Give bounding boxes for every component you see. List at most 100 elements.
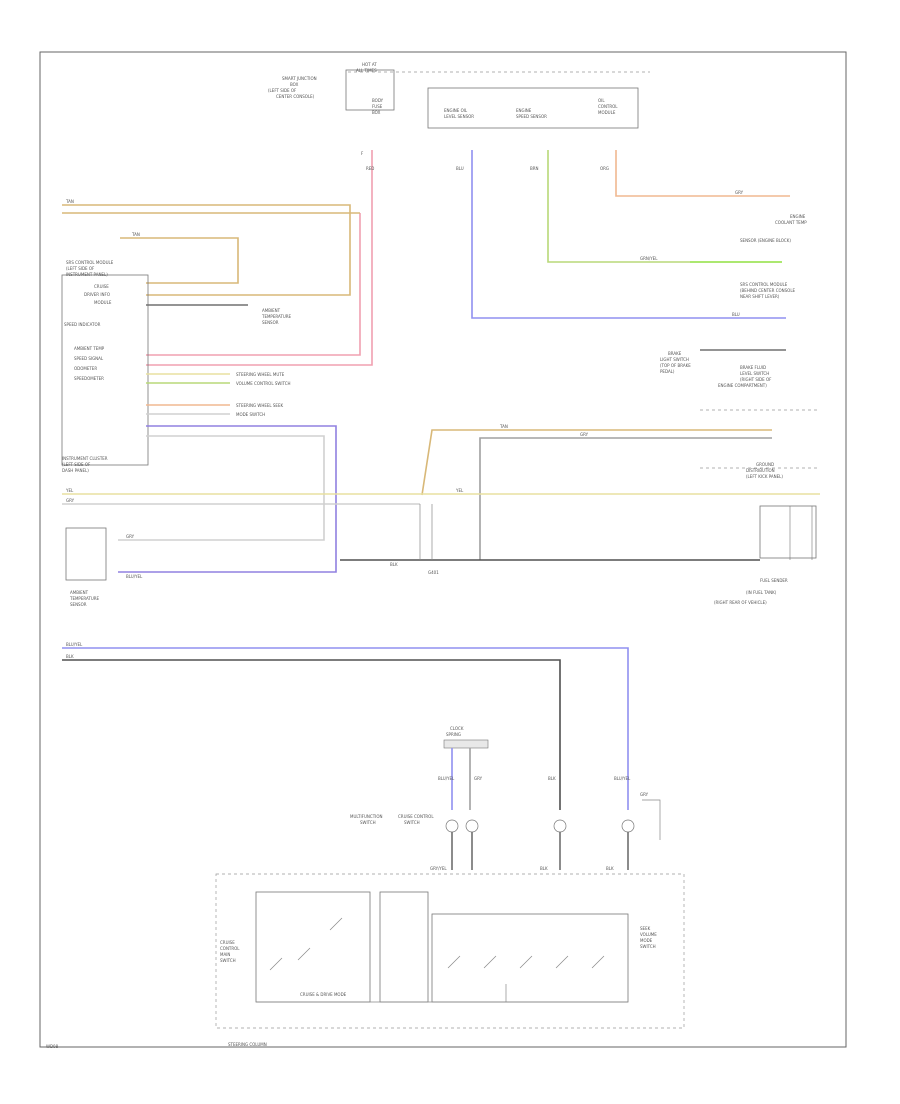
- lbl-gray-amb: GRY: [126, 534, 135, 539]
- top-module-right-3: BOX: [372, 110, 381, 115]
- left-module-bot-2: (LEFT SIDE OF: [62, 462, 91, 467]
- switch-b-2: LEVEL SWITCH: [740, 371, 769, 376]
- terminal-3: [553, 819, 567, 833]
- oil-level-sensor-1: ENGINE OIL: [444, 108, 468, 113]
- ambient-label-3: SENSOR: [70, 602, 87, 607]
- left-module-title-2: (LEFT SIDE OF: [66, 266, 95, 271]
- left-module-sec-8: SPEEDOMETER: [74, 376, 104, 381]
- left-block-4: SWITCH: [220, 958, 236, 963]
- ambient-label-2: TEMPERATURE: [69, 596, 100, 601]
- left-block-3: MAIN: [220, 952, 230, 957]
- left-block-1: CRUISE: [220, 940, 235, 945]
- left-module-sec-6: SPEED SIGNAL: [74, 356, 104, 361]
- right-block-3: MODE: [640, 938, 653, 943]
- switch-a-3: (TOP OF BRAKE: [660, 363, 691, 368]
- lbl-orange-right: GRY: [735, 190, 744, 195]
- lbl-cs-2: GRY: [474, 776, 483, 781]
- right-block-2: VOLUME: [640, 932, 657, 937]
- clock-spring-1: CLOCK: [450, 726, 464, 731]
- contact-4: [447, 955, 461, 969]
- left-module-sec-5: AMBIENT TEMP: [74, 346, 105, 351]
- steering-column-box: [215, 873, 685, 1029]
- left-module-box: [61, 274, 149, 466]
- contact-5: [483, 955, 497, 969]
- terminal-1: [445, 819, 459, 833]
- lbl-blue-bot: BLU/YEL: [66, 642, 83, 647]
- module-mid-3: NEAR SHIFT LEVER): [740, 294, 780, 299]
- sensor-desc-3: SENSOR: [262, 320, 279, 325]
- contact-2: [297, 947, 311, 961]
- oil-level-sensor-2: LEVEL SENSOR: [444, 114, 474, 119]
- module-mid-1: SRS CONTROL MODULE: [740, 282, 788, 287]
- cruise-lbl-1: CRUISE CONTROL: [398, 814, 434, 819]
- wire-tan-bus: [421, 429, 772, 496]
- case-label: STEERING COLUMN: [228, 1042, 267, 1047]
- lbl-yellow-mid: YEL: [65, 488, 74, 493]
- wire-green: [547, 150, 690, 263]
- fuel-3: (RIGHT REAR OF VEHICLE): [714, 600, 767, 605]
- lbl-bot-1: GRY/YEL: [430, 866, 447, 871]
- junction-3: (LEFT KICK PANEL): [746, 474, 783, 479]
- lbl-tan-3: TAN: [131, 232, 140, 237]
- left-module-sec-1: CRUISE: [94, 284, 109, 289]
- junction-2: DISTRIBUTION: [746, 468, 775, 473]
- speed-sensor-1: ENGINE: [516, 108, 532, 113]
- out-2: VOLUME CONTROL SWITCH: [236, 381, 291, 386]
- top-module-box: [345, 69, 395, 111]
- switch-a-4: PEDAL): [660, 369, 675, 374]
- fuel-1: FUEL SENDER: [760, 578, 788, 583]
- ambient-label-1: AMBIENT: [70, 590, 89, 595]
- lbl-tan-left: TAN: [65, 199, 74, 204]
- switch-b-3: (RIGHT SIDE OF: [740, 377, 772, 382]
- cruise-switch-block: [255, 891, 371, 1003]
- out-1: STEERING WHEEL MUTE: [236, 372, 285, 377]
- lbl-gray-bus: GRY: [580, 432, 589, 437]
- lbl-cs-3: BLK: [548, 776, 556, 781]
- top-module-title-2: ALL TIMES: [356, 68, 377, 73]
- sensor-top-1: ENGINE: [790, 214, 806, 219]
- lbl-blue-right: BLU: [732, 312, 740, 317]
- switch-a-2: LIGHT SWITCH: [660, 357, 689, 362]
- cruise-lbl-2: SWITCH: [404, 820, 420, 825]
- clock-spring-2: SPRING: [446, 732, 461, 737]
- left-module-sec-4: SPEED INDICATOR: [64, 322, 101, 327]
- lbl-cs-4: BLU/YEL: [614, 776, 631, 781]
- right-block-1: SEEK: [640, 926, 651, 931]
- left-module-bot-1: INSTRUMENT CLUSTER: [62, 456, 108, 461]
- left-module-sec-3: MODULE: [94, 300, 112, 305]
- switch-b-1: BRAKE FLUID: [740, 365, 766, 370]
- wire-tan: [62, 204, 351, 296]
- term-note: GRY: [640, 792, 649, 797]
- multifunction-1: MULTIFUNCTION: [350, 814, 382, 819]
- top-module-right-1: BODY: [372, 98, 384, 103]
- lbl-red-top: RED: [366, 166, 374, 171]
- oil-control-1: OIL: [598, 98, 605, 103]
- lbl-orange-top: ORG: [600, 166, 609, 171]
- out-3: STEERING WHEEL SEEK: [236, 403, 283, 408]
- lbl-purple-amb: BLU/YEL: [126, 574, 143, 579]
- oil-control-3: MODULE: [598, 110, 616, 115]
- contact-3: [329, 917, 343, 931]
- out-4: MODE SWITCH: [236, 412, 265, 417]
- lbl-blue-top: BLU: [456, 166, 464, 171]
- top-module-left-4: CENTER CONSOLE): [276, 94, 315, 99]
- contact-6: [519, 955, 533, 969]
- cruise-main-block: [379, 891, 429, 1003]
- lbl-bot-2: BLK: [540, 866, 548, 871]
- multifunction-2: SWITCH: [360, 820, 376, 825]
- bottom-caption: CRUISE & DRIVE MODE: [300, 992, 347, 997]
- top-module-left-1: SMART JUNCTION: [282, 76, 317, 81]
- fuel-2: (IN FUEL TANK): [746, 590, 777, 595]
- ambient-sensor-box: [65, 527, 107, 581]
- sensor-top-3: SENSOR (ENGINE BLOCK): [740, 238, 791, 243]
- top-module-left-2: BOX: [290, 82, 299, 87]
- module-mid-2: (BEHIND CENTER CONSOLE: [740, 288, 796, 293]
- lbl-black-mid: BLK: [390, 562, 398, 567]
- ground-label: G401: [428, 570, 439, 575]
- wire-tan-3: [120, 237, 239, 284]
- term-note-line: [642, 799, 661, 840]
- left-module-bot-3: DASH PANEL): [62, 468, 89, 473]
- lbl-brown: BRN: [530, 166, 539, 171]
- terminal-4: [621, 819, 635, 833]
